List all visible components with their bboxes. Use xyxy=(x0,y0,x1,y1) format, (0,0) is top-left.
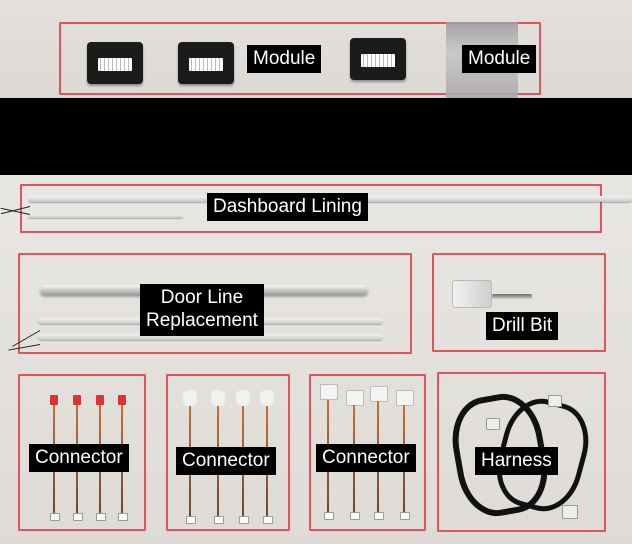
connector-3-foot-2 xyxy=(350,512,360,520)
connector-3-head-2 xyxy=(346,390,364,406)
dashboard-label: Dashboard Lining xyxy=(207,193,368,221)
connector-frame-3 xyxy=(309,374,426,531)
connector-label-1: Connector xyxy=(29,444,129,472)
door-line-frame xyxy=(18,253,412,354)
connector-2-foot-3 xyxy=(239,516,249,524)
connector-3-foot-1 xyxy=(324,512,334,520)
drill-body xyxy=(452,280,492,308)
connector-3-head-3 xyxy=(370,386,388,402)
harness-connector-1 xyxy=(486,418,500,430)
connector-frame-2 xyxy=(166,374,290,531)
connector-1-foot-2 xyxy=(73,513,83,521)
photo-bottom-band xyxy=(0,175,632,544)
connector-3-head-1 xyxy=(320,384,338,400)
connector-2-foot-2 xyxy=(214,516,224,524)
harness-frame xyxy=(437,372,606,532)
connector-3-head-4 xyxy=(396,390,414,406)
connector-2-foot-4 xyxy=(263,516,273,524)
harness-connector-2 xyxy=(548,395,562,407)
module-label-1: Module xyxy=(247,45,322,73)
connector-1-head-2 xyxy=(73,395,81,405)
connector-label-2: Connector xyxy=(176,447,276,475)
module-label-2: Module xyxy=(462,45,537,73)
connector-1-head-1 xyxy=(50,395,58,405)
harness-connector-3 xyxy=(562,505,578,519)
connector-2-head-4 xyxy=(260,390,274,406)
connector-3-foot-3 xyxy=(374,512,384,520)
connector-2-head-2 xyxy=(211,390,225,406)
door-rod-2 xyxy=(38,334,383,340)
module-box-2 xyxy=(178,42,234,84)
module-box-3 xyxy=(350,38,406,80)
connector-3-foot-4 xyxy=(400,512,410,520)
drill-bit-frame xyxy=(432,253,606,352)
connector-1-head-3 xyxy=(96,395,104,405)
connector-1-foot-1 xyxy=(50,513,60,521)
connector-2-head-1 xyxy=(183,390,197,406)
connector-1-foot-4 xyxy=(118,513,128,521)
connector-1-head-4 xyxy=(118,395,126,405)
black-bar xyxy=(0,98,632,175)
connector-1-foot-3 xyxy=(96,513,106,521)
connector-2-head-3 xyxy=(236,390,250,406)
connector-2-foot-1 xyxy=(186,516,196,524)
dashboard-rod-short xyxy=(28,214,183,218)
module-box-1 xyxy=(87,42,143,84)
door-line-label: Door Line Replacement xyxy=(140,284,264,336)
harness-label: Harness xyxy=(475,447,558,475)
connector-frame-1 xyxy=(18,374,146,531)
module-frame xyxy=(59,22,541,95)
drill-bit-label: Drill Bit xyxy=(486,312,559,340)
drill-bit-shaft xyxy=(492,294,532,299)
connector-label-3: Connector xyxy=(316,444,416,472)
